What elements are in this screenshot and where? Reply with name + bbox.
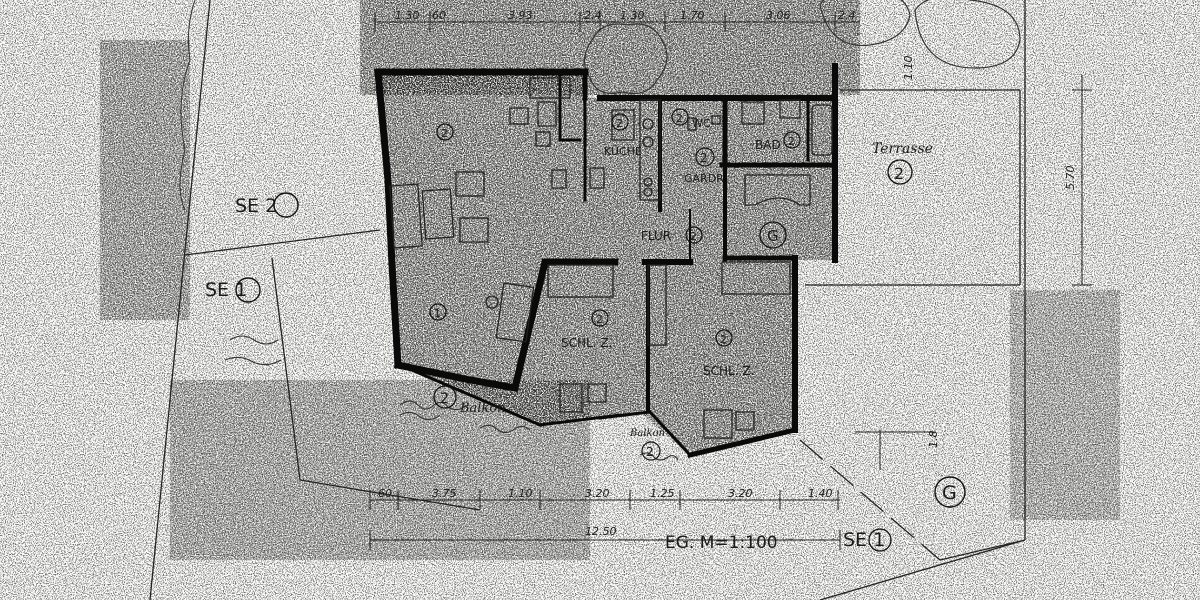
dim-top-8: 2.4 (838, 9, 856, 22)
flur-label: FLUR (641, 229, 671, 243)
schlz1-num: 2 (596, 313, 603, 326)
schlz2-num: 2 (720, 333, 727, 346)
dim-overall: 12.50 (585, 525, 617, 538)
dim-top-3: 3.93 (508, 9, 533, 22)
balkon2-num: 2 (646, 445, 654, 459)
tree-symbols (179, 0, 1021, 211)
site-boundary-lines (149, 0, 1026, 600)
dim-top-6: 1.70 (680, 9, 705, 22)
balkon1-label: Balkon (459, 401, 506, 416)
dim-bottom-5: 1.25 (650, 487, 675, 500)
kueche-circle (611, 113, 629, 131)
dim-right-height: 5.70 (1064, 166, 1077, 191)
dim-top-7: 3.06 (766, 9, 791, 22)
living-bottom-circle (429, 303, 447, 321)
dim-top-5: 1.30 (620, 9, 645, 22)
kueche-label: KÜCHE (604, 145, 642, 158)
dim-top-4: 2.4 (584, 9, 602, 22)
dim-bottom-2: 3.75 (432, 487, 457, 500)
gardr-label: GARDR (684, 172, 724, 185)
circle-se1-left (235, 277, 261, 303)
balkon1-circle (433, 385, 457, 409)
schlz1-circle (591, 309, 609, 327)
dim-right-bottom: 1.8 (927, 431, 940, 449)
flur-num: 2 (690, 230, 697, 243)
balkon2-label: Balkon (629, 428, 665, 439)
furniture-symbols (389, 77, 833, 439)
terrasse-num: 2 (894, 164, 904, 183)
gardr-num: 2 (700, 151, 708, 165)
dim-top-2: 60 (432, 9, 446, 22)
g-room-circle (759, 221, 787, 249)
g-room-label: G (767, 227, 779, 245)
circle-se1-bottom (868, 528, 892, 552)
dim-bottom-1: 60 (378, 487, 392, 500)
label-garden-g: G (942, 482, 957, 504)
living-bottom-num: 1 (434, 307, 441, 320)
dim-bottom-4: 3.20 (585, 487, 610, 500)
site-labels: SE 2 SE 1 SE 1 G (205, 192, 966, 552)
dimension-lines (369, 12, 1092, 550)
right-dimension-labels: 5.70 1.10 1.8 (902, 56, 1077, 449)
label-se1-left: SE 1 (205, 279, 247, 301)
bad-label: BAD (755, 138, 781, 152)
drawing-title: EG. M=1:100 (665, 533, 778, 553)
room-labels: 2 1 2 KÜCHE 2 WC 2 GARDR BAD 2 Terrasse … (429, 108, 933, 461)
bad-num: 2 (788, 135, 795, 148)
terrasse-circle (887, 159, 913, 185)
wc-num: 2 (676, 112, 683, 125)
dim-right-top: 1.10 (902, 56, 915, 81)
wc-label: WC (692, 117, 711, 130)
gardr-circle (695, 147, 715, 167)
living-top-num: 2 (441, 127, 448, 140)
schlz1-label: SCHL. Z. (561, 336, 612, 350)
bottom-dimension-labels: 60 3.75 1.10 3.20 1.25 3.20 1.40 12.50 (378, 487, 833, 538)
kueche-num: 2 (616, 117, 623, 130)
circle-garden-g (934, 476, 966, 508)
flur-circle (685, 226, 703, 244)
schlz2-circle (715, 329, 733, 347)
living-top-circle (436, 123, 454, 141)
bad-circle (783, 131, 801, 149)
shrub-scribbles (224, 335, 679, 461)
terrasse-label: Terrasse (872, 141, 933, 157)
top-dimension-labels: 1.30 60 3.93 2.4 1.30 1.70 3.06 2.4 (395, 9, 856, 22)
dim-bottom-7: 1.40 (808, 487, 833, 500)
dim-bottom-3: 1.10 (508, 487, 533, 500)
balkon2-circle (641, 441, 661, 461)
schlz2-label: SCHL. Z. (703, 364, 754, 378)
dim-top-1: 1.30 (395, 9, 420, 22)
label-se1-bottom: SE 1 (843, 529, 885, 551)
label-se2: SE 2 (235, 195, 277, 217)
wc-circle (671, 108, 689, 126)
dim-bottom-6: 3.20 (728, 487, 753, 500)
circle-se2 (273, 192, 299, 218)
balkon1-num: 2 (440, 391, 449, 407)
